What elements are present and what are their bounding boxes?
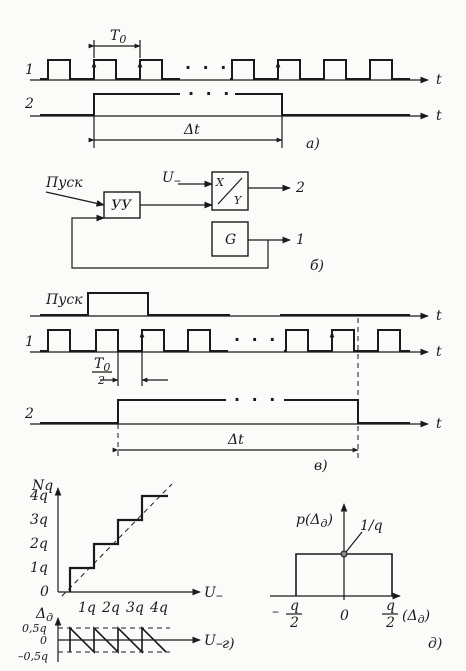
signal-v2-label: 2 — [24, 406, 34, 422]
xtick-4q: 4q — [149, 600, 168, 616]
error-sawtooth — [69, 626, 167, 654]
pulse-train-v1 — [40, 329, 410, 352]
axis-t-label-v2: t — [436, 416, 442, 432]
delta-axis-label: (Δд) — [402, 608, 430, 626]
panel-g-label: г) — [222, 636, 235, 652]
density-point — [340, 550, 348, 558]
half-t0-num: T0 — [94, 356, 110, 374]
generator-box — [211, 221, 249, 257]
neg-half-q-sign: – — [272, 604, 279, 620]
half-t0-den: 2 — [97, 374, 105, 387]
error-axis-label: Δд — [35, 606, 53, 624]
u-axis-bottom-label: U– — [204, 633, 223, 652]
pusk-input-label: Пуск — [45, 175, 83, 191]
pusk-signal — [40, 292, 410, 316]
pulse-train-1 — [40, 59, 410, 80]
ytick-2q: 2q — [29, 536, 48, 552]
p-axis-label: p(Δд) — [296, 512, 333, 530]
ellipsis-v2: · · · — [234, 390, 278, 409]
axis-t-label-v1: t — [436, 344, 442, 360]
ellipsis-v1: · · · — [234, 330, 278, 349]
panel-b-label: б) — [310, 258, 324, 274]
err-tick-pos: 0,5q — [22, 622, 47, 635]
ellipsis-a1: · · · — [185, 58, 229, 77]
output-1-label: 1 — [296, 232, 305, 248]
xy-x-label: X — [215, 176, 225, 189]
signal-v1-label: 1 — [25, 334, 34, 350]
axis-t-label-2: t — [436, 108, 442, 124]
panel-a: t 1 · · · T0 t 2 · · · Δt а) — [24, 28, 442, 152]
panel-g: Nq U– 4q 3q 2q 1q 0 1q 2q 3q 4q Δд U– 0,… — [18, 478, 235, 663]
neg-half-q-den: 2 — [289, 615, 299, 631]
zero-label: 0 — [340, 608, 349, 624]
panel-v: t Пуск t 1 · · · T0 2 t 2 · · · Δt в) — [24, 292, 442, 474]
one-over-q-label: 1/q — [360, 518, 383, 534]
neg-half-q-num: q — [290, 598, 299, 614]
dt-label-v: Δt — [227, 432, 244, 448]
signal-2-label: 2 — [24, 96, 34, 112]
ideal-line — [61, 483, 173, 597]
ytick-3q: 3q — [30, 512, 48, 528]
panel-d: p(Δд) 1/q – q 2 0 q 2 (Δд) д) — [270, 503, 442, 652]
feedback-loop — [71, 214, 269, 269]
gate-signal-a — [40, 93, 410, 116]
panel-d-label: д) — [428, 636, 442, 652]
density-leader — [345, 531, 363, 553]
xy-y-label: Y — [234, 194, 243, 207]
pusk-arrow — [45, 191, 105, 207]
panel-a-label: а) — [306, 136, 320, 152]
output-2-label: 2 — [295, 180, 305, 196]
err-tick-neg: –0,5q — [18, 650, 48, 663]
quantization-staircase — [68, 494, 168, 592]
axis-t-label-1: t — [436, 72, 442, 88]
u-axis-top-label: U– — [204, 585, 223, 604]
ytick-4q: 4q — [29, 488, 48, 504]
panel-v-label: в) — [314, 458, 328, 474]
xtick-1q: 1q — [78, 600, 96, 616]
pos-half-q-num: q — [386, 598, 395, 614]
control-unit-label: УУ — [111, 198, 132, 214]
xtick-3q: 3q — [126, 600, 144, 616]
xy-divider-slash — [217, 177, 243, 205]
gate-signal-v — [40, 399, 410, 424]
pos-half-q-den: 2 — [385, 615, 395, 631]
xtick-2q: 2q — [101, 600, 120, 616]
ytick-1q: 1q — [30, 560, 48, 576]
u-input-label: U– — [162, 170, 181, 189]
panel-b: Пуск УУ U– X Y 2 G 1 б) — [45, 170, 324, 274]
err-tick-zero: 0 — [40, 634, 47, 647]
pusk-signal-label: Пуск — [45, 292, 83, 308]
signal-1-label: 1 — [25, 62, 34, 78]
ellipsis-a2: · · · — [188, 84, 232, 103]
xy-divider-box — [211, 171, 249, 211]
t0-label: T0 — [110, 28, 126, 46]
generator-label: G — [225, 232, 236, 248]
nq-axis-label: Nq — [31, 478, 53, 494]
axis-t-label-pusk: t — [436, 308, 442, 324]
dt-label-a: Δt — [183, 122, 200, 138]
ytick-0: 0 — [40, 584, 49, 600]
